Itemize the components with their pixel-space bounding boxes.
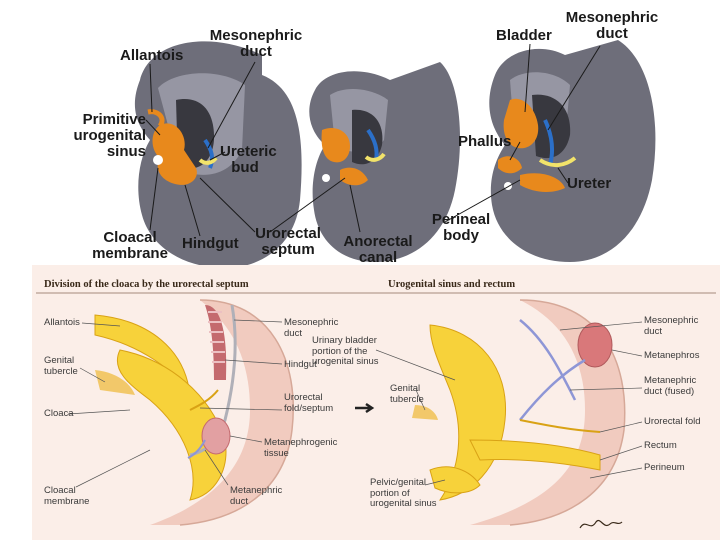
embryo-1-cloaca bbox=[152, 123, 197, 185]
br-label-mesonephric-duct: Mesonephric duct bbox=[644, 315, 699, 337]
br-body-wall-edge bbox=[509, 299, 626, 526]
embryo-3-body bbox=[489, 40, 656, 262]
bl-metanephrogenic-tissue bbox=[201, 417, 231, 455]
label-perineal-body: Perineal body bbox=[431, 211, 491, 244]
br-label-rectum: Rectum bbox=[644, 440, 677, 451]
embryo-3-bladder bbox=[503, 98, 539, 149]
embryo-3-phallus bbox=[498, 156, 522, 174]
bottom-right-illustration bbox=[412, 299, 626, 526]
embryo-3-ureter bbox=[538, 156, 577, 167]
embryo-2-urogenital bbox=[321, 127, 350, 163]
bl-urorectal-fold bbox=[189, 389, 219, 411]
bl-cloaca bbox=[116, 349, 227, 501]
top-embryo-stage-1 bbox=[134, 41, 302, 269]
leader-anorectal-canal bbox=[349, 184, 361, 233]
label-allantois: Allantois bbox=[120, 47, 184, 64]
label-bladder: Bladder bbox=[496, 27, 552, 44]
embryo-2-septum bbox=[340, 167, 368, 186]
top-leader-lines bbox=[145, 43, 601, 237]
bottom-right-title: Urogenital sinus and rectum bbox=[388, 279, 516, 290]
top-embryo-stage-2 bbox=[309, 62, 460, 262]
label-phallus: Phallus bbox=[458, 133, 512, 150]
embryo-1-cavity bbox=[176, 99, 215, 170]
bl-body-wall-edge bbox=[179, 299, 294, 526]
transition-arrow bbox=[355, 402, 375, 414]
br-label-urorectal-fold: Urorectal fold bbox=[644, 416, 701, 427]
bl-body-wall bbox=[150, 300, 294, 525]
leader-allantois bbox=[149, 63, 153, 113]
br-urorectal-fold bbox=[519, 419, 601, 433]
bl-hindgut-stripe bbox=[208, 311, 225, 363]
br-label-perineum: Perineum bbox=[644, 462, 685, 473]
br-mesonephric-duct bbox=[519, 319, 577, 401]
top-embryo-stage-3 bbox=[489, 40, 656, 262]
br-label-metanephric-duct-fused: Metanephric duct (fused) bbox=[644, 375, 697, 397]
bottom-left-illustration bbox=[94, 299, 294, 526]
label-primitive-urogenital-sinus: Primitive urogenital sinus bbox=[73, 111, 146, 160]
leader-bladder bbox=[524, 43, 531, 113]
bl-label-mesonephric-duct: Mesonephric duct bbox=[284, 317, 339, 339]
embryo-2-bud bbox=[364, 152, 386, 162]
leader-mesonephric-duct-1 bbox=[207, 61, 256, 149]
bl-label-allantois: Allantois bbox=[44, 317, 80, 328]
br-metanephros bbox=[577, 322, 613, 368]
label-ureteric-bud: Ureteric bud bbox=[220, 143, 277, 176]
leader-phallus bbox=[509, 141, 521, 161]
label-cloacal-membrane: Cloacal membrane bbox=[92, 229, 168, 262]
bottom-leader-lines bbox=[67, 319, 643, 488]
label-mesonephric-duct-1: Mesonephric duct bbox=[209, 27, 303, 60]
bl-label-cloacal-membrane: Cloacal membrane bbox=[44, 485, 90, 507]
br-label-urinary-bladder: Urinary bladder portion of the urogenita… bbox=[312, 335, 379, 367]
embryo-2-membrane-dot bbox=[322, 174, 330, 182]
embryo-3-blue-duct bbox=[543, 119, 555, 166]
leader-mesonephric-duct-3 bbox=[547, 45, 601, 131]
bl-label-hindgut: Hindgut bbox=[284, 359, 317, 370]
embryo-1-allantois bbox=[147, 109, 165, 128]
embryo-1-blue-duct bbox=[203, 138, 215, 169]
label-anorectal-canal: Anorectal canal bbox=[343, 233, 413, 266]
bl-label-genital-tubercle: Genital tubercle bbox=[44, 355, 78, 377]
embryo-1-membrane-dot bbox=[153, 155, 163, 165]
bl-label-urorectal-fold: Urorectal fold/septum bbox=[284, 392, 334, 414]
leader-ureter bbox=[557, 167, 569, 184]
label-mesonephric-duct-3: Mesonephric duct bbox=[565, 9, 659, 42]
br-genital-tubercle bbox=[412, 405, 438, 420]
br-label-pelvic-genital: Pelvic/genital portion of urogenital sin… bbox=[370, 477, 437, 509]
br-pelvic-portion bbox=[429, 466, 481, 494]
bl-metanephric-duct bbox=[187, 439, 206, 459]
bl-label-cloaca: Cloaca bbox=[44, 408, 74, 419]
label-ureter: Ureter bbox=[567, 175, 612, 192]
leader-cloacal-membrane bbox=[149, 167, 159, 231]
bl-label-metanephric-duct: Metanephric duct bbox=[230, 485, 283, 507]
leader-primitive-sinus bbox=[145, 119, 161, 136]
leader-urorectal-septum bbox=[199, 177, 256, 233]
signature-mark bbox=[579, 520, 623, 529]
leader-hindgut bbox=[184, 184, 201, 237]
br-label-genital-tubercle: Genital tubercle bbox=[390, 383, 424, 405]
label-hindgut: Hindgut bbox=[182, 235, 239, 252]
leader-urorectal-septum-2 bbox=[269, 177, 346, 233]
label-urorectal-septum: Urorectal septum bbox=[255, 225, 321, 258]
bottom-left-title: Division of the cloaca by the urorectal … bbox=[44, 279, 249, 290]
embryo-1-ureteric-bud bbox=[198, 156, 218, 165]
leader-perineal-body bbox=[444, 179, 521, 223]
bl-label-metanephrogenic-tissue: Metanephrogenic tissue bbox=[264, 437, 338, 459]
br-metanephric-duct bbox=[519, 358, 586, 421]
br-rectum bbox=[469, 439, 601, 471]
bl-genital-tubercle bbox=[95, 370, 135, 395]
leader-ureteric-bud bbox=[209, 151, 226, 161]
br-label-metanephros: Metanephros bbox=[644, 350, 700, 361]
embryo-3-rectum bbox=[520, 173, 565, 192]
